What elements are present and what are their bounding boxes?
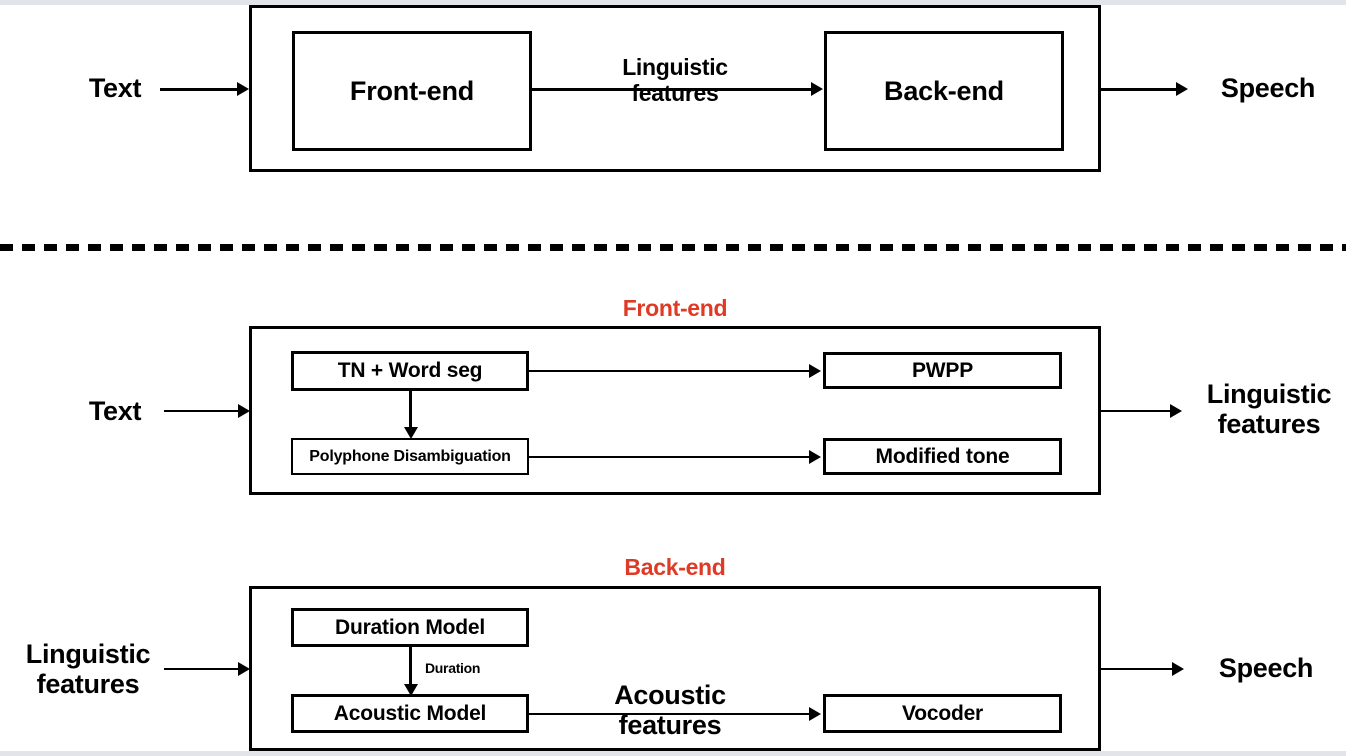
backend-block-vocoder: Vocoder xyxy=(823,694,1062,733)
overview-arrow-text-to-frontend-line xyxy=(160,88,238,91)
backend-block-acoustic-model: Acoustic Model xyxy=(291,694,529,733)
frontend-arrow-polyphone-to-modified-tone-line xyxy=(529,456,810,458)
backend-section-title: Back-end xyxy=(624,554,726,580)
overview-block-backend: Back-end xyxy=(824,31,1064,151)
backend-block-duration-model: Duration Model xyxy=(291,608,529,647)
backend-edge-label-acoustic-features: Acoustic features xyxy=(614,680,726,741)
backend-input-linguistic-features-label: Linguistic features xyxy=(25,639,151,700)
backend-arrow-out-line xyxy=(1100,668,1174,670)
slide-bottom-edge xyxy=(0,751,1346,756)
frontend-block-polyphone-disambiguation: Polyphone Disambiguation xyxy=(291,438,529,475)
frontend-arrow-polyphone-to-modified-tone-head xyxy=(809,450,821,464)
frontend-input-text-label: Text xyxy=(88,396,142,426)
backend-arrow-acoustic-to-vocoder-head xyxy=(809,707,821,721)
frontend-arrow-text-in-line xyxy=(164,410,240,412)
frontend-arrow-out-line xyxy=(1100,410,1172,412)
frontend-block-tn-word-seg: TN + Word seg xyxy=(291,351,529,391)
frontend-section-title: Front-end xyxy=(622,295,728,321)
slide-top-edge xyxy=(0,0,1346,5)
backend-arrow-in-head xyxy=(238,662,250,676)
frontend-arrow-tn-to-polyphone-head xyxy=(404,427,418,439)
frontend-arrow-out-head xyxy=(1170,404,1182,418)
overview-output-speech-label: Speech xyxy=(1220,73,1316,103)
backend-arrow-duration-head xyxy=(404,684,418,696)
overview-arrow-text-to-frontend-head xyxy=(237,82,249,96)
overview-arrow-to-speech-head xyxy=(1176,82,1188,96)
overview-arrow-to-speech-line xyxy=(1100,88,1178,91)
backend-arrow-acoustic-to-vocoder-line xyxy=(529,713,810,715)
frontend-arrow-tn-to-pwpp-head xyxy=(809,364,821,378)
frontend-block-modified-tone: Modified tone xyxy=(823,438,1062,475)
section-divider-dashed xyxy=(0,244,1346,251)
overview-arrow-frontend-to-backend-line xyxy=(532,88,813,91)
backend-arrow-duration-line xyxy=(409,647,412,686)
overview-block-frontend: Front-end xyxy=(292,31,532,151)
frontend-output-linguistic-features-label: Linguistic features xyxy=(1206,379,1332,440)
backend-arrow-out-head xyxy=(1172,662,1184,676)
backend-output-speech-label: Speech xyxy=(1218,653,1314,683)
frontend-arrow-tn-to-polyphone-line xyxy=(409,391,412,429)
overview-input-text-label: Text xyxy=(88,73,142,103)
frontend-arrow-text-in-head xyxy=(238,404,250,418)
backend-arrow-in-line xyxy=(164,668,240,670)
overview-edge-label-linguistic-features: Linguistic features xyxy=(622,54,728,106)
frontend-arrow-tn-to-pwpp-line xyxy=(529,370,810,372)
frontend-block-pwpp: PWPP xyxy=(823,352,1062,389)
backend-edge-label-duration: Duration xyxy=(425,660,481,676)
overview-arrow-frontend-to-backend-head xyxy=(811,82,823,96)
